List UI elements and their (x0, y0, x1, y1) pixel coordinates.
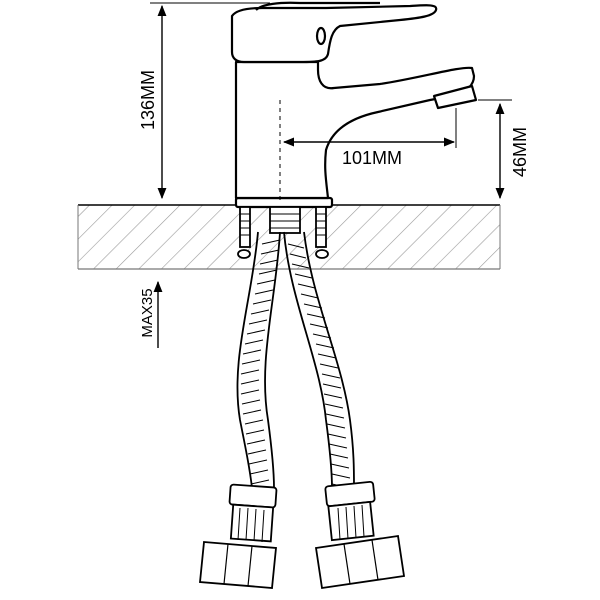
flexible-hose-left (236, 231, 281, 489)
height-label: 136MM (138, 70, 158, 130)
max-thickness-label: MAX35 (139, 288, 156, 337)
mounting-studs (237, 206, 329, 259)
dimension-max-thickness: MAX35 (139, 280, 163, 348)
spout-height-label: 46MM (510, 127, 530, 177)
reach-label: 101MM (342, 148, 402, 168)
lever-handle (230, 1, 438, 64)
dimension-reach: 101MM (282, 108, 457, 168)
dimension-spout-height: 46MM (478, 99, 530, 200)
hose-fitting-right (314, 480, 406, 590)
flexible-hose-right (283, 231, 355, 489)
dimension-height: 136MM (138, 2, 270, 200)
hose-fitting-left (199, 483, 278, 589)
faucet-body (234, 60, 478, 209)
